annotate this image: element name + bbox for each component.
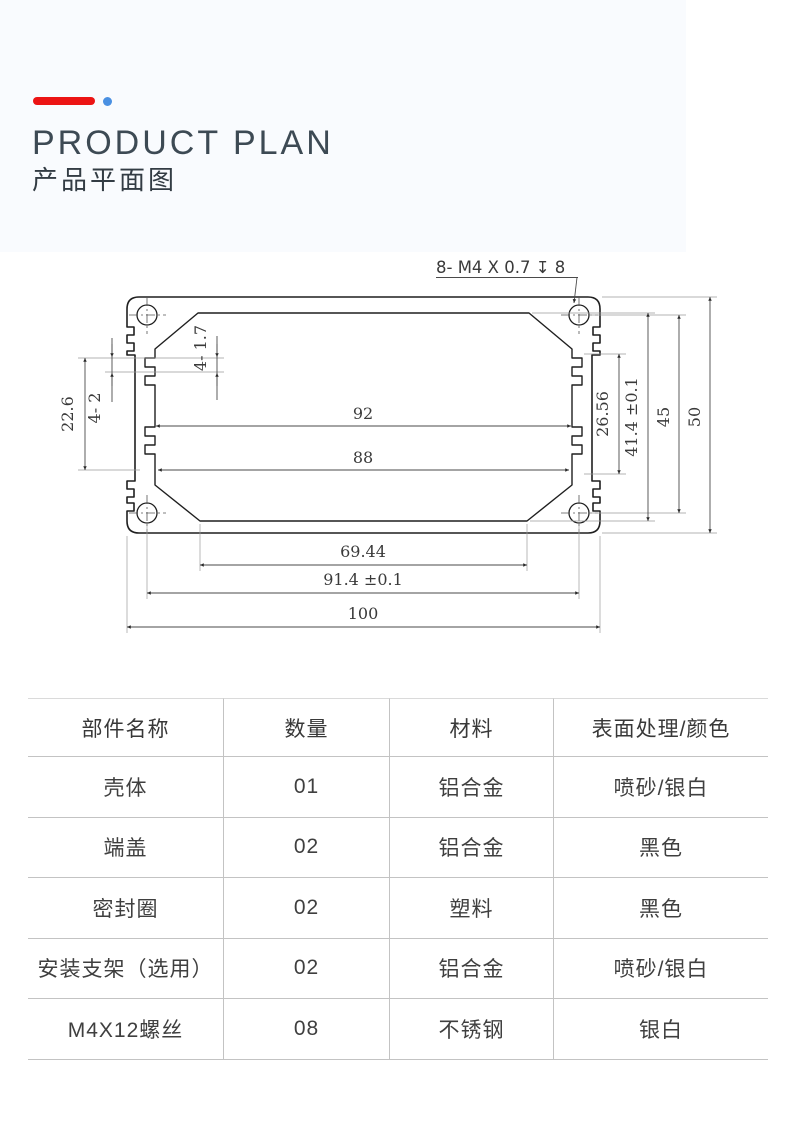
col-header-finish-color: 表面处理/颜色 <box>554 698 768 757</box>
col-header-quantity: 数量 <box>224 698 390 757</box>
dim-4-2: 4- 2 <box>85 338 114 424</box>
table-cell: 08 <box>224 999 390 1060</box>
dim-69-44-label: 69.44 <box>340 542 386 561</box>
table-cell: 端盖 <box>28 817 224 878</box>
hole-centerlines <box>129 297 598 532</box>
screw-holes <box>129 297 598 532</box>
dim-41-4: 41.4 ±0.1 <box>622 313 650 521</box>
thread-note-label: 8- M4 X 0.7 ↧ 8 <box>436 258 565 277</box>
dim-88-label: 88 <box>353 448 373 467</box>
dim-91-4-label: 91.4 ±0.1 <box>323 570 403 589</box>
dim-100: 100 <box>126 604 600 629</box>
dim-45: 45 <box>654 315 681 513</box>
dim-100-label: 100 <box>348 604 379 623</box>
page-title: PRODUCT PLAN <box>32 124 334 162</box>
dim-4-1-7: 4- 1.7 <box>191 325 219 400</box>
header-background <box>0 0 686 252</box>
table-cell: 铝合金 <box>390 817 554 878</box>
dim-4-1-7-label: 4- 1.7 <box>191 325 210 371</box>
dim-91-4: 91.4 ±0.1 <box>146 570 579 595</box>
table-cell: 安装支架（选用） <box>28 938 224 999</box>
table-cell: 铝合金 <box>390 757 554 818</box>
parts-spec-table: 部件名称 数量 材料 表面处理/颜色 壳体 01 铝合金 喷砂/银白 端盖 02… <box>28 698 768 1060</box>
red-accent-bar <box>33 97 95 105</box>
table-cell: 黑色 <box>554 878 768 939</box>
profile-outline <box>126 296 601 534</box>
dim-69-44: 69.44 <box>199 542 527 567</box>
dim-4-2-label: 4- 2 <box>85 393 104 424</box>
table-cell: 银白 <box>554 999 768 1060</box>
enclosure-cross-section-diagram: 8- M4 X 0.7 ↧ 8 92 88 69.44 91.4 ±0.1 10… <box>58 258 717 633</box>
dim-92-label: 92 <box>353 404 373 423</box>
dim-26-56-label: 26.56 <box>593 391 612 437</box>
table-cell: 喷砂/银白 <box>554 939 768 999</box>
table-cell: M4X12螺丝 <box>28 999 224 1060</box>
table-cell: 黑色 <box>554 818 768 878</box>
col-header-material: 材料 <box>390 698 554 757</box>
dim-88: 88 <box>157 448 569 472</box>
dim-41-4-label: 41.4 ±0.1 <box>622 377 641 457</box>
dim-26-56: 26.56 <box>593 354 621 474</box>
table-cell: 壳体 <box>28 757 224 818</box>
table-cell: 密封圈 <box>28 878 224 939</box>
dim-92: 92 <box>155 404 571 428</box>
page-subtitle: 产品平面图 <box>32 165 178 195</box>
table-cell: 02 <box>224 817 390 878</box>
dim-50: 50 <box>685 297 712 533</box>
table-cell: 塑料 <box>390 878 554 939</box>
table-cell: 铝合金 <box>390 938 554 999</box>
table-cell: 01 <box>224 757 390 818</box>
blue-accent-dot <box>103 97 112 106</box>
dim-50-label: 50 <box>685 407 704 427</box>
table-cell: 02 <box>224 878 390 939</box>
dim-45-label: 45 <box>654 407 673 427</box>
table-cell: 不锈钢 <box>390 999 554 1060</box>
dim-22-6-label: 22.6 <box>58 396 77 432</box>
dim-22-6: 22.6 <box>58 358 87 470</box>
table-cell: 02 <box>224 938 390 999</box>
table-cell: 喷砂/银白 <box>554 757 768 818</box>
thread-note: 8- M4 X 0.7 ↧ 8 <box>436 258 578 304</box>
col-header-part-name: 部件名称 <box>28 698 224 757</box>
